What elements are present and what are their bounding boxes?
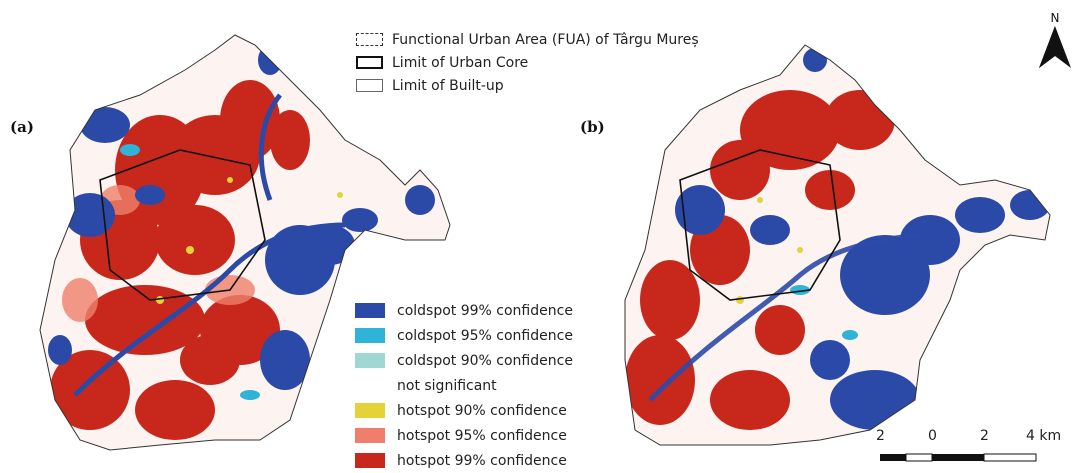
legend-label: not significant [397, 377, 497, 394]
legend-item: not significant [355, 373, 573, 398]
north-label: N [1051, 11, 1060, 25]
legend-item: coldspot 95% confidence [355, 323, 573, 348]
legend-label: hotspot 99% confidence [397, 452, 567, 469]
legend-item: hotspot 99% confidence [355, 448, 573, 473]
north-arrow-icon: N [1035, 8, 1075, 70]
scale-tick-label: 4 km [1026, 428, 1062, 444]
legend-item-built-up: Limit of Built-up [356, 74, 699, 97]
legend-item-urban-core: Limit of Urban Core [356, 51, 699, 74]
scale-tick-label: 0 [928, 428, 937, 444]
scale-tick-label: 2 [876, 428, 885, 444]
panel-label-b: (b) [580, 118, 605, 136]
map-panel-b: (b) [540, 0, 1075, 468]
hotspot-legend: coldspot 99% confidence coldspot 95% con… [355, 298, 573, 473]
panel-label-a: (a) [10, 118, 34, 136]
legend-swatch [355, 428, 385, 443]
legend-swatch [355, 353, 385, 368]
legend-label: coldspot 99% confidence [397, 302, 573, 319]
legend-swatch [355, 378, 385, 393]
legend-label-urban-core: Limit of Urban Core [392, 54, 529, 71]
dash-dot-line-icon [356, 33, 383, 46]
legend-swatch [355, 453, 385, 468]
legend-label: coldspot 90% confidence [397, 352, 573, 369]
scale-tick-label: 2 [980, 428, 989, 444]
scale-bar: 2 0 2 4 km [868, 428, 1068, 464]
thick-line-icon [356, 56, 383, 69]
legend-item: coldspot 99% confidence [355, 298, 573, 323]
legend-item: hotspot 95% confidence [355, 423, 573, 448]
hotspot-map-b [624, 44, 1051, 446]
legend-swatch [355, 328, 385, 343]
boundary-legend: Functional Urban Area (FUA) of Târgu Mur… [356, 28, 699, 97]
legend-label: hotspot 95% confidence [397, 427, 567, 444]
legend-label: coldspot 95% confidence [397, 327, 573, 344]
legend-item: coldspot 90% confidence [355, 348, 573, 373]
legend-swatch [355, 303, 385, 318]
legend-label: hotspot 90% confidence [397, 402, 567, 419]
legend-swatch [355, 403, 385, 418]
legend-item: hotspot 90% confidence [355, 398, 573, 423]
legend-label-fua: Functional Urban Area (FUA) of Târgu Mur… [392, 31, 699, 48]
legend-label-built-up: Limit of Built-up [392, 77, 504, 94]
legend-item-fua: Functional Urban Area (FUA) of Târgu Mur… [356, 28, 699, 51]
thin-line-icon [356, 79, 383, 92]
